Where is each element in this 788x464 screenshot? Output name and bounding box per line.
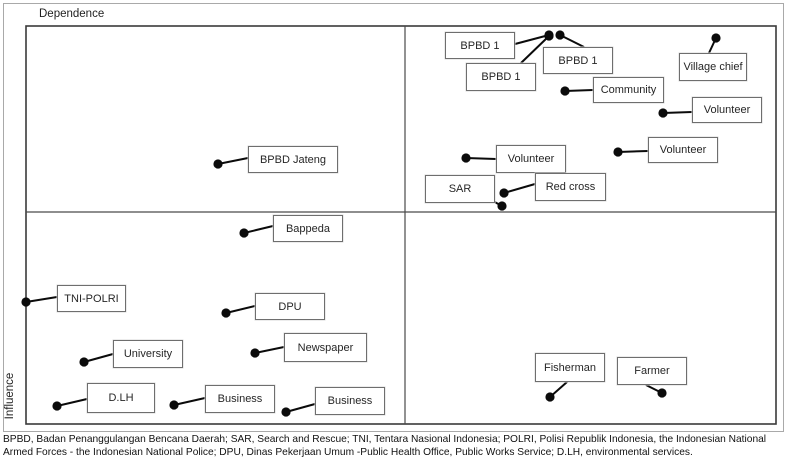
data-point-dot bbox=[544, 31, 554, 41]
connector-line bbox=[173, 397, 206, 406]
data-point-dot bbox=[499, 188, 509, 198]
data-point-dot bbox=[461, 153, 471, 163]
data-point-dot bbox=[21, 297, 31, 307]
connector-line bbox=[83, 353, 114, 363]
data-point-dot bbox=[52, 401, 62, 411]
data-point-dot bbox=[497, 201, 507, 211]
plot-border bbox=[25, 25, 777, 425]
data-point-dot bbox=[560, 86, 570, 96]
data-point-dot bbox=[250, 348, 260, 358]
connector-line bbox=[465, 157, 497, 160]
data-point-dot bbox=[239, 228, 249, 238]
connector-line bbox=[520, 35, 550, 64]
connector-line bbox=[617, 150, 649, 153]
connector-line bbox=[243, 225, 274, 234]
data-point-dot bbox=[79, 357, 89, 367]
connector-line bbox=[254, 346, 285, 354]
data-point-dot bbox=[221, 308, 231, 318]
connector-line bbox=[503, 183, 536, 194]
data-point-dot bbox=[658, 108, 668, 118]
connector-line bbox=[285, 403, 316, 413]
connector-line bbox=[225, 305, 256, 314]
connector-line bbox=[514, 34, 550, 45]
data-point-dot bbox=[281, 407, 291, 417]
connector-line bbox=[56, 398, 88, 407]
data-point-dot bbox=[657, 388, 667, 398]
connector-line bbox=[564, 89, 594, 92]
data-point-dot bbox=[613, 147, 623, 157]
connector-line bbox=[25, 296, 58, 303]
figure-caption: BPBD, Badan Penanggulangan Bencana Daera… bbox=[3, 434, 767, 459]
data-point-dot bbox=[545, 392, 555, 402]
data-point-dot bbox=[555, 30, 565, 40]
x-axis-label: Dependence bbox=[39, 8, 105, 20]
data-point-dot bbox=[711, 33, 721, 43]
data-point-dot bbox=[213, 159, 223, 169]
connector-line bbox=[662, 111, 693, 114]
connector-line bbox=[217, 157, 249, 165]
data-point-dot bbox=[169, 400, 179, 410]
